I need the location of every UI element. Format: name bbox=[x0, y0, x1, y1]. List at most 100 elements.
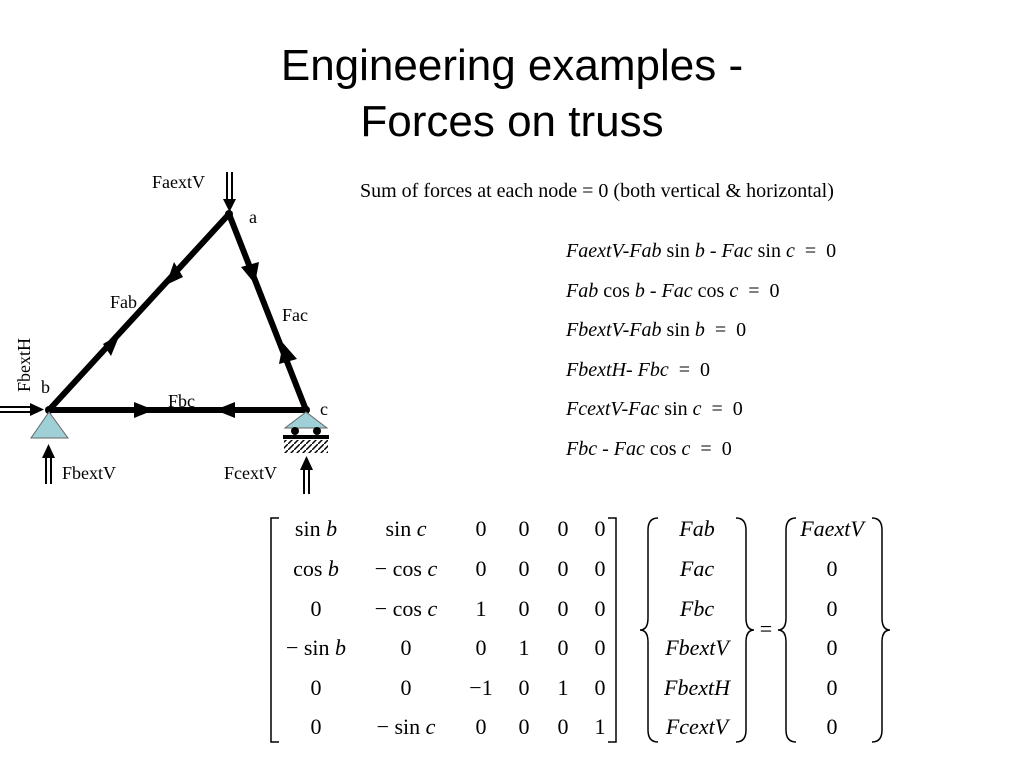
equation-term: b bbox=[634, 279, 645, 302]
equation-term: c bbox=[692, 398, 702, 420]
matrix-cell: 0 bbox=[594, 635, 606, 660]
member-ab-line bbox=[46, 211, 232, 413]
matrix-cell: 0 bbox=[557, 714, 569, 739]
equation-term: c bbox=[659, 358, 669, 381]
member-ac-line bbox=[226, 212, 309, 412]
matrix-cell: 0 bbox=[518, 675, 530, 700]
matrix-cell: sin b bbox=[295, 516, 337, 542]
matrix-cell: 0 bbox=[400, 635, 412, 660]
matrix-cell: − sin b bbox=[286, 635, 346, 661]
equation-term: - Fac bbox=[644, 279, 693, 302]
matrix-cell: 1 bbox=[518, 635, 530, 660]
rhs-right-brace bbox=[871, 517, 891, 743]
arrow-ab-upper-icon bbox=[166, 262, 183, 285]
matrix-cell: 0 bbox=[310, 675, 322, 700]
unknown-vector-entry: Fbc bbox=[679, 596, 715, 621]
label-node-c: c bbox=[320, 399, 328, 419]
matrix-cell-variable: b bbox=[326, 516, 338, 541]
arrow-ab-lower-icon bbox=[103, 334, 120, 356]
label-fcextv: FcextV bbox=[224, 463, 277, 483]
matrix-cell: 0 bbox=[594, 556, 606, 581]
equation-term: cos bbox=[692, 279, 730, 302]
arrow-bc-right-icon bbox=[215, 402, 235, 418]
label-fbexth: FbextH bbox=[14, 338, 34, 392]
equation-term: FcextV-Fac bbox=[566, 398, 660, 420]
matrix-cell: cos b bbox=[293, 556, 339, 582]
matrix-cell: 0 bbox=[518, 516, 530, 541]
label-fac: Fac bbox=[282, 305, 308, 325]
matrix-cell: 0 bbox=[557, 596, 569, 621]
coef-matrix-right-bracket bbox=[608, 517, 617, 743]
label-node-a: a bbox=[249, 207, 257, 227]
rhs-left-brace bbox=[777, 517, 797, 743]
matrix-cell: 0 bbox=[594, 516, 606, 541]
matrix-cell: − cos c bbox=[375, 556, 438, 582]
arrow-ac-lower-icon bbox=[279, 343, 297, 364]
slide-title: Engineering examples - Forces on truss bbox=[0, 38, 1024, 150]
equation-term: cos bbox=[598, 279, 635, 302]
equation-row: Fab cos b - Fac cos c = 0 bbox=[566, 280, 836, 320]
pin-support-icon bbox=[30, 411, 69, 439]
force-cv-arrow-up-icon bbox=[300, 456, 313, 470]
matrix-cell-variable: c bbox=[427, 596, 438, 621]
matrix-cell-function: sin bbox=[294, 516, 327, 541]
equation-term: FaextV-Fab bbox=[566, 240, 662, 262]
matrix-cell: 0 bbox=[557, 635, 569, 660]
equation-term: - Fac bbox=[704, 240, 753, 262]
unknowns-right-brace bbox=[735, 517, 755, 743]
equation-term: c bbox=[729, 279, 739, 302]
matrix-cell-variable: c bbox=[427, 556, 438, 581]
matrix-cell: 0 bbox=[518, 714, 530, 739]
matrix-cell: 0 bbox=[557, 516, 569, 541]
equation-term: Fbc - Fac bbox=[566, 437, 645, 460]
matrix-cell-variable: c bbox=[416, 516, 427, 541]
matrix-cell: 0 bbox=[310, 714, 322, 739]
unknown-vector-entry: Fac bbox=[679, 556, 715, 581]
equation-term: sin bbox=[661, 240, 695, 262]
matrix-cell: 0 bbox=[400, 675, 412, 700]
matrix-cell: 0 bbox=[475, 635, 487, 660]
equation-rhs: = 0 bbox=[668, 358, 711, 381]
matrix-cell: − cos c bbox=[375, 596, 438, 622]
matrix-cell: −1 bbox=[469, 675, 493, 700]
matrix-cell: 0 bbox=[475, 556, 487, 581]
equation-term: b bbox=[694, 240, 705, 262]
equation-row: FaextV-Fab sin b - Fac sin c = 0 bbox=[566, 240, 836, 280]
arrow-bc-left-icon bbox=[134, 402, 154, 418]
force-a-arrow-down-icon bbox=[223, 199, 236, 212]
equation-rhs: = 0 bbox=[794, 240, 837, 262]
matrix-cell-function: − sin bbox=[285, 635, 336, 660]
equation-term: cos bbox=[644, 437, 682, 460]
equation-row: Fbc - Fac cos c = 0 bbox=[566, 438, 836, 478]
equation-term: sin bbox=[752, 240, 786, 262]
equation-term: c bbox=[785, 240, 795, 262]
matrix-cell-variable: b bbox=[335, 635, 347, 660]
matrix-cell-variable: c bbox=[425, 714, 436, 739]
title-line-2: Forces on truss bbox=[360, 97, 664, 146]
force-bv-arrow-up-icon bbox=[42, 444, 55, 458]
matrix-cell-variable: b bbox=[327, 556, 339, 581]
equation-term: FbextH- Fb bbox=[566, 358, 660, 381]
equation-term: sin bbox=[659, 398, 693, 420]
roller-wheel-left-icon bbox=[291, 427, 299, 435]
matrix-cell-function: − sin bbox=[376, 714, 426, 739]
matrix-cell: 0 bbox=[594, 596, 606, 621]
equals-sign: = bbox=[759, 616, 773, 641]
rhs-vector-entry: 0 bbox=[826, 635, 838, 660]
rhs-vector-entry: 0 bbox=[826, 714, 838, 739]
equation-term: Fab bbox=[566, 279, 599, 302]
matrix-cell: 1 bbox=[594, 714, 606, 739]
equation-term: sin bbox=[661, 319, 695, 341]
matrix-cell: − sin c bbox=[377, 714, 436, 740]
rhs-vector-entry: FaextV bbox=[800, 516, 864, 541]
matrix-cell: 1 bbox=[557, 675, 569, 700]
equation-row: FcextV-Fac sin c = 0 bbox=[566, 398, 836, 438]
unknown-vector-entry: FcextV bbox=[665, 714, 729, 739]
node-b-joint bbox=[45, 406, 53, 414]
label-faextv: FaextV bbox=[152, 172, 205, 192]
label-node-b: b bbox=[41, 377, 50, 397]
unknown-vector-entry: FbextV bbox=[665, 635, 729, 660]
matrix-cell: 0 bbox=[475, 714, 487, 739]
equation-term: FbextV-Fab bbox=[566, 319, 662, 341]
